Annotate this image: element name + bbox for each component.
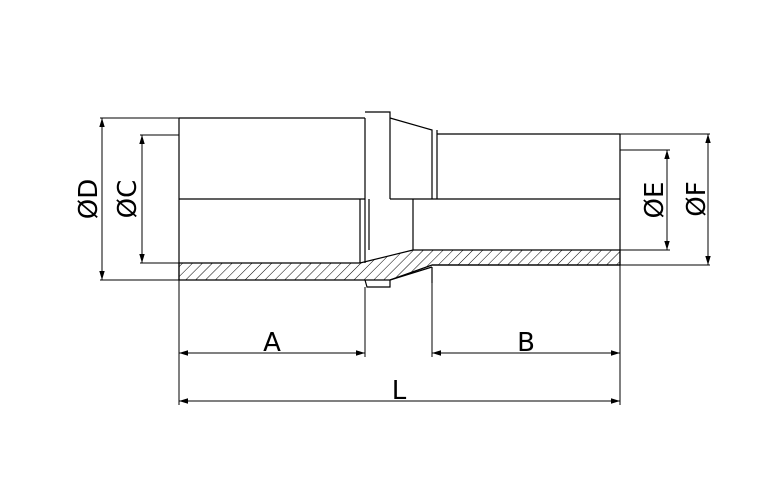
label-length-a: A bbox=[263, 328, 281, 358]
label-length-b: B bbox=[517, 328, 535, 358]
label-diameter-c: ØC bbox=[113, 180, 143, 219]
label-diameter-f: ØF bbox=[682, 181, 712, 216]
extension-lines bbox=[100, 117, 710, 405]
label-length-l: L bbox=[392, 376, 407, 406]
label-diameter-e: ØE bbox=[640, 182, 670, 219]
label-diameter-d: ØD bbox=[74, 179, 104, 220]
wall-section-hatch bbox=[178, 249, 621, 281]
